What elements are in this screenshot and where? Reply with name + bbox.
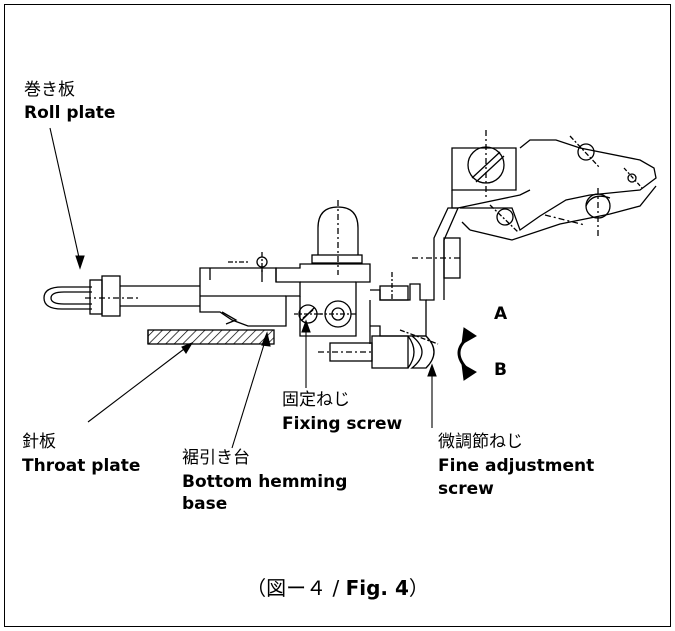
top-assembly-shape — [451, 130, 657, 241]
bottom-hemming-base-label-en-1: Bottom hemming — [182, 472, 348, 492]
direction-a-label: A — [494, 304, 508, 324]
side-bracket-shape — [369, 207, 462, 344]
fixing-screw-label-jp: 固定ねじ — [282, 390, 350, 410]
leader-lines — [49, 127, 437, 449]
caption-open: （図ー４ / — [246, 576, 346, 600]
caption-close: ） — [408, 576, 429, 600]
bottom-hemming-base-shape — [199, 252, 301, 327]
bottom-hemming-base-label-en-2: base — [182, 494, 228, 514]
roll-plate-shape — [43, 275, 200, 317]
figure-caption: （図ー４ / Fig. 4） — [0, 572, 675, 601]
shaft-shape — [318, 300, 358, 328]
fine-adjustment-screw-label-jp: 微調節ねじ — [438, 432, 523, 452]
upper-bracket-shape — [275, 200, 371, 337]
fine-adjustment-screw-label-en-2: screw — [438, 479, 494, 499]
fixing-screw-label-en: Fixing screw — [282, 414, 403, 434]
throat-plate-shape — [147, 329, 275, 345]
fine-adjustment-screw-shape — [318, 329, 439, 369]
throat-plate-label-en: Throat plate — [22, 456, 141, 476]
bottom-hemming-base-label-jp: 裾引き台 — [182, 448, 250, 468]
roll-plate-label-en: Roll plate — [24, 103, 116, 123]
caption-fig: Fig. 4 — [345, 576, 409, 600]
fine-adjustment-screw-label-en-1: Fine adjustment — [438, 456, 595, 476]
throat-plate-label-jp: 針板 — [22, 432, 56, 452]
fixing-screw-shape — [294, 304, 322, 324]
direction-arrow — [457, 327, 477, 381]
figure-frame — [4, 4, 671, 627]
direction-b-label: B — [494, 360, 507, 380]
roll-plate-label-jp: 巻き板 — [24, 80, 75, 100]
